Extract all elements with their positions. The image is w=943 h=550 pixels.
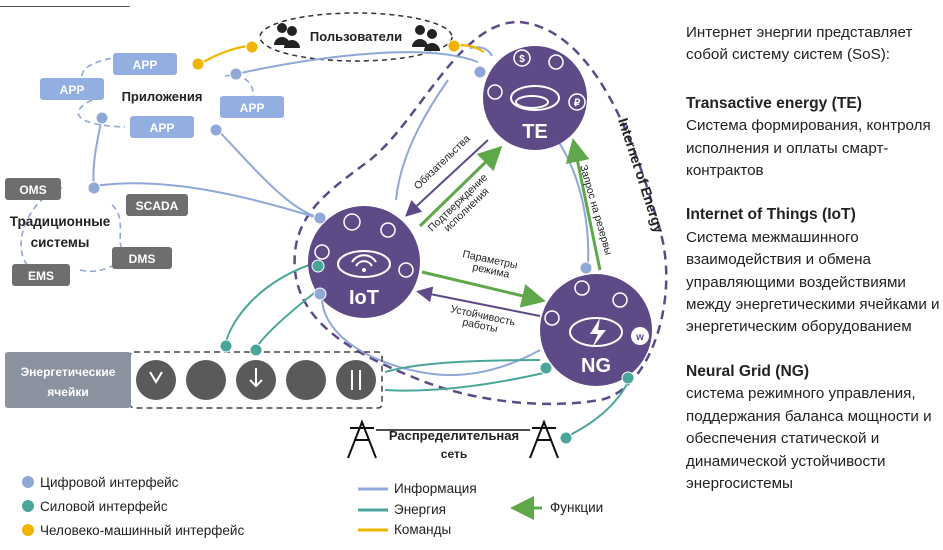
app-box-3[interactable] bbox=[220, 96, 284, 118]
energy-cell-icons bbox=[136, 360, 376, 400]
energy-cells-box[interactable] bbox=[5, 352, 131, 408]
sidebar-section-te: Transactive energy (TE) Система формиров… bbox=[686, 93, 941, 183]
top-rule bbox=[0, 6, 130, 7]
bulb-icon bbox=[398, 262, 414, 278]
legend-hmi-icon bbox=[22, 524, 34, 536]
sidebar-section-ng-text: система режимного управления, поддержани… bbox=[686, 385, 932, 492]
app-box-1-label: APP bbox=[133, 58, 158, 72]
scada-label: SCADA bbox=[136, 199, 179, 213]
wind-solar-cell-icon[interactable] bbox=[136, 360, 176, 400]
ioe-diagram: Internet of Energy Пользователи APP APP … bbox=[5, 12, 668, 538]
scales-icon bbox=[574, 280, 590, 296]
sidebar-section-te-title: Transactive energy (TE) bbox=[686, 94, 862, 112]
iot-node[interactable]: IoT bbox=[308, 206, 420, 318]
watt-icon bbox=[631, 327, 649, 345]
snowflake-icon bbox=[343, 213, 361, 231]
legend-info: Информация bbox=[394, 481, 477, 496]
grid-label-line2: сеть bbox=[441, 447, 467, 461]
hmi-interface-markers bbox=[191, 39, 461, 71]
app-box-4-label: APP bbox=[150, 121, 175, 135]
legend-digital: Цифровой интерфейс bbox=[40, 475, 179, 490]
te-node[interactable]: $ ₽ TE bbox=[483, 46, 587, 150]
exchange-icon bbox=[548, 54, 564, 70]
dms-label: DMS bbox=[129, 252, 156, 266]
sidebar-intro: Интернет энергии представляет собой сист… bbox=[686, 24, 913, 64]
plug-icon bbox=[612, 292, 628, 308]
digital-interface-markers bbox=[87, 65, 593, 301]
transfer-cell-icon[interactable] bbox=[336, 360, 376, 400]
mode-params-arrow bbox=[421, 270, 546, 308]
grid-label-line1: Распределительная bbox=[389, 428, 519, 443]
app-box-2[interactable] bbox=[40, 78, 104, 100]
sidebar-section-iot: Internet of Things (IoT) Система межмаши… bbox=[686, 204, 941, 338]
oms-box[interactable] bbox=[5, 178, 61, 200]
app-box-1[interactable] bbox=[113, 53, 177, 75]
legend-power: Силовой интерфейс bbox=[40, 499, 168, 514]
obligations-arrow bbox=[405, 139, 489, 217]
energy-cells-line1: Энергетические bbox=[21, 365, 116, 379]
ems-box[interactable] bbox=[12, 264, 70, 286]
ioe-boundary bbox=[293, 20, 668, 406]
legend: Цифровой интерфейс Силовой интерфейс Чел… bbox=[22, 475, 603, 538]
users-cloud bbox=[259, 12, 453, 62]
iot-label: IoT bbox=[349, 287, 379, 309]
substation-cell-icon[interactable] bbox=[286, 360, 326, 400]
trad-label-line2: системы bbox=[31, 235, 90, 250]
sidebar-section-iot-text: Система межмашинного взаимодействия и об… bbox=[686, 228, 940, 336]
ioe-label: Internet of Energy bbox=[615, 116, 667, 235]
info-lines bbox=[92, 46, 590, 377]
legend-energy: Энергия bbox=[394, 502, 446, 517]
lightning-icon bbox=[590, 318, 606, 348]
battery-icon bbox=[314, 244, 330, 260]
ems-label: EMS bbox=[28, 269, 54, 283]
te-label: TE bbox=[522, 121, 548, 143]
ng-label: NG bbox=[581, 355, 611, 377]
sidebar-section-iot-title: Internet of Things (IoT) bbox=[686, 206, 856, 224]
sidebar-section-ng-title: Neural Grid (NG) bbox=[686, 362, 810, 380]
grid-towers-icon bbox=[347, 419, 559, 459]
ruble-icon bbox=[568, 93, 586, 111]
legend-functions: Функции bbox=[550, 500, 603, 515]
reserve-request-arrow bbox=[565, 138, 602, 271]
wifi-icon bbox=[351, 254, 377, 267]
legend-power-icon bbox=[22, 500, 34, 512]
dollar-icon bbox=[513, 49, 531, 67]
digital-interface-icon bbox=[95, 111, 109, 125]
ng-node[interactable]: w NG bbox=[540, 274, 652, 386]
trad-label-line1: Традиционные bbox=[10, 214, 111, 229]
svg-text:₽: ₽ bbox=[574, 98, 581, 109]
app-box-3-label: APP bbox=[240, 101, 265, 115]
infinity-icon bbox=[544, 310, 560, 326]
sidebar-description: Интернет энергии представляет собой сист… bbox=[686, 22, 941, 517]
oms-label: OMS bbox=[19, 183, 46, 197]
users-icon bbox=[274, 23, 440, 51]
legend-hmi: Человеко-машинный интерфейс bbox=[40, 523, 244, 538]
energy-lines bbox=[224, 261, 631, 437]
sidebar-section-ng: Neural Grid (NG) система режимного управ… bbox=[686, 361, 941, 495]
industry-cell-icon[interactable] bbox=[186, 360, 226, 400]
confirmation-arrow bbox=[418, 145, 503, 228]
legend-commands: Команды bbox=[394, 522, 451, 537]
users-label: Пользователи bbox=[310, 29, 402, 44]
power-interface-markers bbox=[219, 259, 635, 445]
scada-box[interactable] bbox=[126, 194, 188, 216]
apps-group-label: Приложения bbox=[122, 89, 203, 104]
stability-arrow bbox=[416, 286, 541, 317]
energy-cells-line2: ячейки bbox=[47, 385, 88, 399]
dms-box[interactable] bbox=[112, 247, 172, 269]
app-boxes: APP APP APP APP bbox=[40, 53, 284, 138]
w-badge: w bbox=[635, 332, 644, 343]
device-icon bbox=[380, 222, 396, 238]
app-box-2-label: APP bbox=[60, 83, 85, 97]
app-box-4[interactable] bbox=[130, 116, 194, 138]
legend-digital-icon bbox=[22, 476, 34, 488]
svg-text:$: $ bbox=[519, 54, 525, 65]
sidebar-section-te-text: Система формирования, контроля исполнени… bbox=[686, 117, 931, 180]
coin-icon bbox=[487, 84, 503, 100]
